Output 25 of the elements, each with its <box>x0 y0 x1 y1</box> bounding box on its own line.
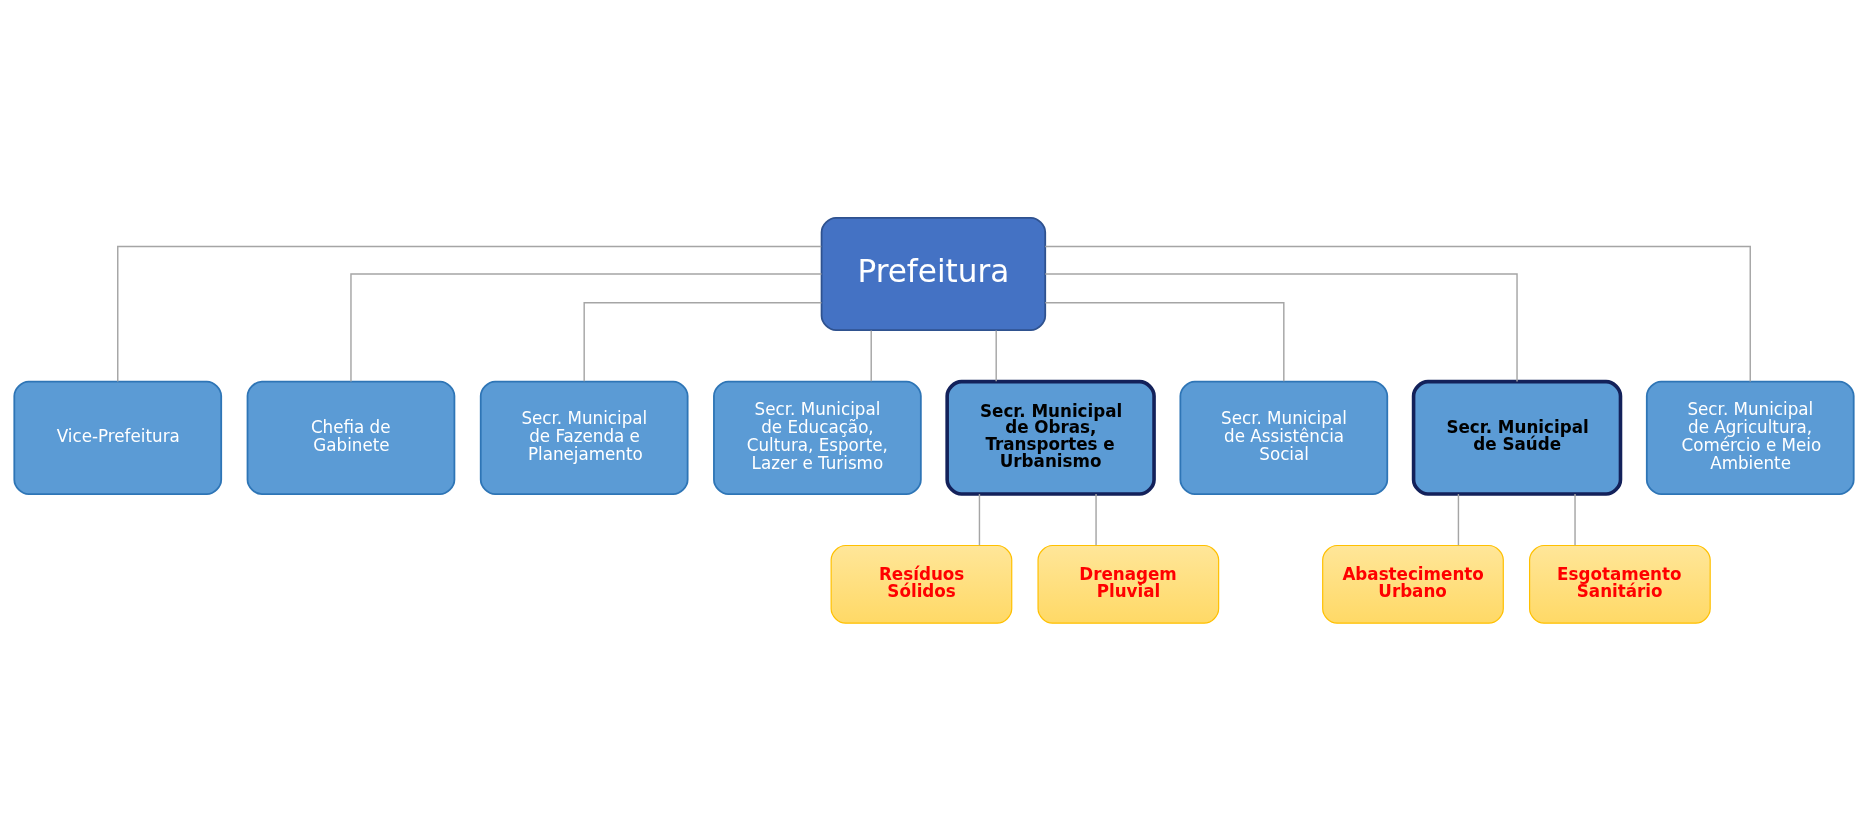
node-box: Secr. Municipal de Fazenda e Planejamento <box>479 380 689 495</box>
connector <box>978 492 981 546</box>
node-box: Secr. Municipal de Agricultura, Comércio e Meio Ambiente <box>1645 380 1855 495</box>
node-box: Secr. Municipal de Assistência Social <box>1179 380 1389 495</box>
connector <box>1044 245 1751 382</box>
node-box: Drenagem Pluvial <box>1037 544 1220 624</box>
node-box: Resíduos Sólidos <box>830 544 1013 624</box>
node-box: Chefia de Gabinete <box>246 380 456 495</box>
connector <box>117 245 822 382</box>
connector <box>870 329 872 382</box>
connector <box>1574 492 1576 546</box>
node-box: Secr. Municipal de Saúde <box>1411 379 1623 496</box>
connector <box>583 301 823 382</box>
connector <box>350 272 823 382</box>
connector <box>1457 492 1460 546</box>
node-box: Vice-Prefeitura <box>13 380 223 495</box>
node-box: Secr. Municipal de Obras, Transportes e Urbanismo <box>945 379 1156 496</box>
node-box: Abastecimento Urbano <box>1322 544 1504 624</box>
connector <box>1044 301 1285 382</box>
node-box: Esgotamento Sanitário <box>1529 544 1711 624</box>
connector <box>1095 492 1097 546</box>
connector <box>995 329 997 382</box>
connector <box>1044 272 1518 382</box>
node-box: Secr. Municipal de Educação, Cultura, Esporte, Lazer e Turismo <box>713 380 922 495</box>
node-box: Prefeitura <box>820 216 1047 331</box>
